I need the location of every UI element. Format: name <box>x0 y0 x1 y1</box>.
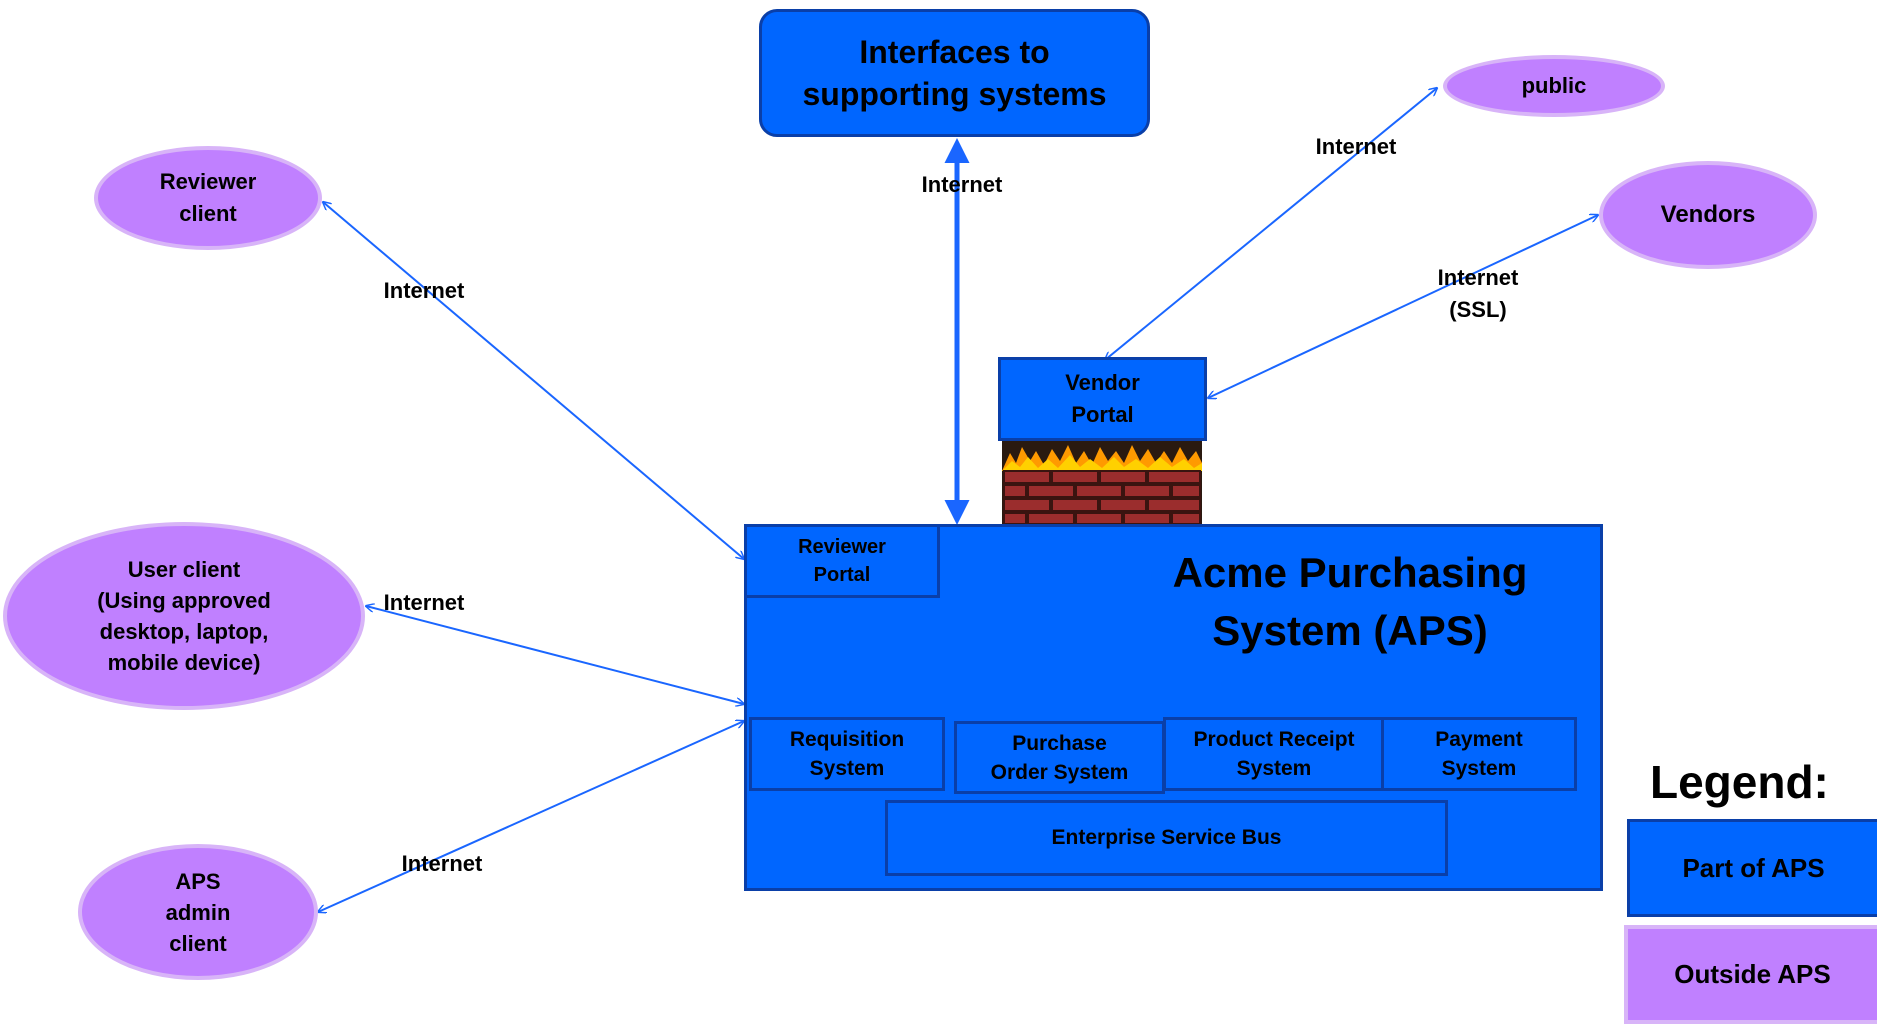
payment-system-label: Payment System <box>1435 728 1523 780</box>
purchase-order-system-label: Purchase Order System <box>990 731 1129 784</box>
requisition-system-box: Requisition System <box>749 717 945 791</box>
requisition-system-label: Requisition System <box>789 728 905 780</box>
payment-system-box: Payment System <box>1381 717 1577 791</box>
purchase-order-system-box: Purchase Order System <box>954 721 1165 794</box>
legend-part-of-aps: Part of APS <box>1627 819 1877 917</box>
connection-label-vendors: Internet (SSL) <box>1437 265 1519 322</box>
connector-admin <box>318 721 744 912</box>
connector-user <box>366 606 744 704</box>
reviewer-portal-label: Reviewer Portal <box>798 536 886 586</box>
vendor-portal-box: Vendor Portal <box>998 357 1207 441</box>
product-receipt-system-box: Product Receipt System <box>1163 717 1385 791</box>
connector-vendors <box>1208 215 1598 398</box>
aps-title: Acme Purchasing System (APS) <box>1130 542 1570 662</box>
user-client-node: User client (Using approved desktop, lap… <box>3 522 365 710</box>
legend-part-label: Part of APS <box>1682 852 1825 883</box>
product-receipt-system-label: Product Receipt System <box>1193 728 1355 780</box>
reviewer-portal-box: Reviewer Portal <box>744 524 940 598</box>
connection-label-public: Internet <box>1315 134 1397 159</box>
enterprise-service-bus-box: Enterprise Service Bus <box>885 800 1448 876</box>
reviewer-client-label: Reviewer client <box>159 169 257 226</box>
interfaces-box: Interfaces to supporting systems <box>759 9 1150 137</box>
reviewer-client-node: Reviewer client <box>94 146 322 250</box>
aps-title-text: Acme Purchasing System (APS) <box>1172 549 1528 654</box>
vendor-portal-label: Vendor Portal <box>1065 370 1140 427</box>
aps-admin-client-node: APS admin client <box>78 844 318 980</box>
user-client-label: User client (Using approved desktop, lap… <box>97 557 271 675</box>
firewall-icon <box>1002 441 1202 525</box>
legend-title: Legend: <box>1650 756 1829 808</box>
interfaces-label: Interfaces to supporting systems <box>802 34 1107 112</box>
vendors-node: Vendors <box>1599 161 1817 269</box>
connection-label-admin: Internet <box>401 851 483 876</box>
connector-reviewer <box>323 202 744 559</box>
public-label: public <box>1521 73 1587 98</box>
legend-outside-label: Outside APS <box>1674 959 1831 989</box>
connection-label-interfaces: Internet <box>921 172 1003 197</box>
aps-admin-client-label: APS admin client <box>165 868 231 956</box>
vendors-label: Vendors <box>1660 201 1756 228</box>
connector-public <box>1105 88 1437 360</box>
public-node: public <box>1443 55 1665 117</box>
connection-label-reviewer: Internet <box>383 278 465 303</box>
enterprise-service-bus-label: Enterprise Service Bus <box>1051 826 1282 849</box>
connection-label-user: Internet <box>383 590 465 615</box>
legend-outside-aps: Outside APS <box>1624 925 1877 1024</box>
